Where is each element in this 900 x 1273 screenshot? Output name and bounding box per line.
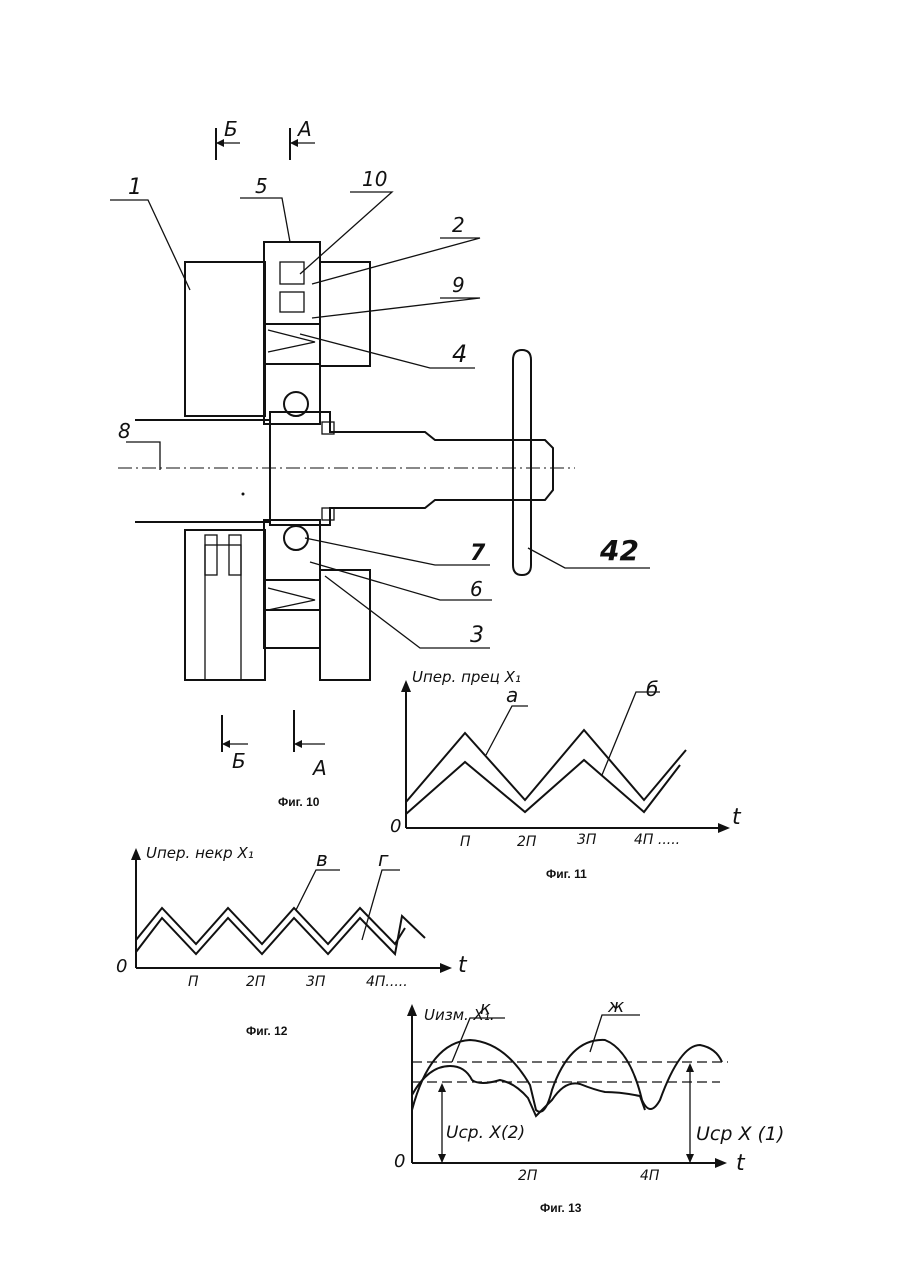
part-label-42: 42 [599, 534, 639, 567]
fig11-caption: Фиг. 11 [546, 867, 587, 881]
section-mark-a-bottom: А [294, 710, 327, 780]
fig13-curve-label-zh: ж [607, 996, 625, 1017]
section-letter-a-top: А [296, 117, 312, 141]
section-mark-b-top: Б [216, 117, 240, 160]
fig12-tick-4: 4П..... [366, 974, 408, 990]
fig12-origin: 0 [116, 956, 127, 977]
fig12-tick-2: 2П [246, 974, 266, 990]
fig13-x-label: t [736, 1151, 746, 1176]
shaft [118, 412, 575, 525]
fig11-y-label: Uпер. прец X₁ [412, 668, 521, 686]
fig11-curve-label-b: б [646, 677, 658, 701]
part-label-7: 7 [470, 541, 486, 566]
section-letter-b-top: Б [224, 117, 238, 141]
fig11-tick-4: 4П ..... [634, 832, 680, 848]
fig12-tick-1: П [188, 974, 199, 990]
fig13-caption: Фиг. 13 [540, 1201, 582, 1215]
fig11-tick-3: 3П [577, 832, 597, 848]
fig11-origin: 0 [390, 816, 401, 837]
fig11-tick-2: 2П [517, 834, 537, 850]
section-letter-b-bottom: Б [232, 749, 246, 773]
section-mark-b-bottom: Б [222, 715, 248, 773]
fig12-graph: 0 t Uпер. некр X₁ в г П 2П 3П 4П..... Фи… [116, 844, 468, 1038]
part-label-5: 5 [255, 174, 268, 198]
fig12-tick-3: 3П [306, 974, 326, 990]
part-label-6: 6 [470, 577, 483, 601]
fig12-curve-label-v: в [316, 847, 328, 871]
fig13-level-label-1: Uср X (1) [696, 1123, 784, 1145]
section-letter-a-bottom: А [311, 756, 327, 780]
fig11-tick-1: П [460, 834, 471, 850]
grinding-wheel [513, 350, 531, 575]
fig13-level-label-2: Uср. X(2) [446, 1123, 525, 1143]
fig11-graph: 0 t Uпер. прец X₁ а б П 2П 3П 4П ..... Ф… [390, 668, 742, 881]
fig11-x-label: t [732, 805, 742, 830]
fig13-graph: 0 t Uизм. X₁. к ж Uср. X(2) Uср X (1) 2П… [394, 996, 784, 1215]
fig12-curve-label-g: г [378, 847, 389, 871]
fig10-drawing: Б А [110, 117, 650, 809]
fig11-curve-label-a: а [506, 683, 518, 707]
fig13-origin: 0 [394, 1151, 405, 1172]
fig10-part-labels: 1 5 10 2 9 4 8 7 6 3 42 [118, 167, 639, 648]
part-label-10: 10 [362, 167, 387, 191]
fig13-curve-label-k: к [480, 998, 491, 1019]
fig13-tick-2: 4П [640, 1168, 660, 1184]
part-label-9: 9 [452, 273, 465, 297]
part-label-2: 2 [452, 213, 465, 237]
section-mark-a-top: А [290, 117, 315, 160]
part-label-8: 8 [118, 419, 131, 443]
fig10-caption: Фиг. 10 [278, 795, 320, 809]
housing-body [185, 242, 370, 680]
fig12-y-label: Uпер. некр X₁ [146, 844, 254, 862]
fig12-caption: Фиг. 12 [246, 1024, 288, 1038]
fig12-x-label: t [458, 953, 468, 978]
part-label-1: 1 [128, 175, 142, 200]
fig13-tick-1: 2П [518, 1168, 538, 1184]
part-label-4: 4 [452, 340, 467, 368]
part-label-3: 3 [470, 623, 484, 648]
